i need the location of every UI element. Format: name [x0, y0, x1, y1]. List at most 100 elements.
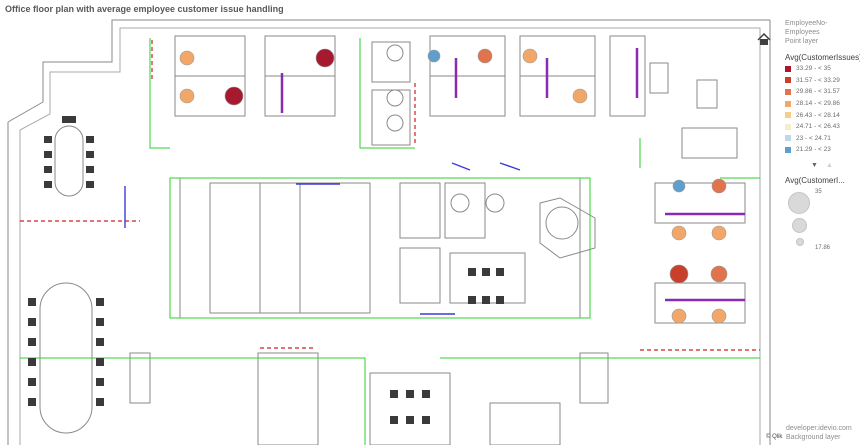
scroll-up-icon[interactable]: ▲ [825, 161, 833, 169]
storage-1 [399, 182, 441, 239]
employee-point[interactable] [671, 308, 687, 324]
meeting-table-west [54, 125, 84, 197]
window-3 [499, 162, 521, 171]
floor-plan-svg [7, 19, 771, 445]
size-min-label: 17.86 [815, 244, 831, 251]
legend-item-label: 24.71 - < 26.43 [796, 123, 840, 131]
legend-swatch [785, 123, 791, 130]
desk-pod-4 [264, 75, 336, 117]
size-bubble-large [788, 191, 810, 214]
reception-desk [539, 197, 596, 259]
lower-storage [579, 352, 609, 404]
employee-point[interactable] [179, 88, 195, 104]
legend-swatch [785, 100, 791, 107]
kitchen-area [299, 182, 371, 314]
partition-green-1 [149, 38, 170, 149]
legend-item-label: 21.29 - < 23 [796, 146, 831, 154]
elevator-core [259, 182, 301, 314]
desk-pod-8 [519, 75, 596, 117]
partition-green-lower [20, 357, 366, 445]
legend-item-label: 33.29 - < 35 [796, 65, 831, 73]
employee-point[interactable] [179, 50, 195, 66]
employee-point[interactable] [669, 264, 689, 284]
cabinet-north [696, 79, 718, 109]
legend-item-label: 29.86 - < 31.57 [796, 88, 840, 96]
armchair-room-2 [371, 89, 411, 146]
employee-point[interactable] [522, 48, 538, 64]
legend-layer-name: EmployeeNo-Employees [785, 20, 828, 36]
meeting-room [449, 252, 526, 304]
inner-wall [19, 27, 761, 445]
legend-item[interactable]: 26.43 - < 28.14 [785, 109, 860, 121]
scroll-down-icon[interactable]: ▼ [811, 161, 818, 169]
desk-pod-6 [429, 75, 506, 117]
employee-point[interactable] [477, 48, 493, 64]
outer-wall-north [7, 19, 770, 123]
employee-point[interactable] [672, 179, 686, 193]
page-title: Office floor plan with average employee … [5, 4, 284, 14]
employee-point[interactable] [711, 225, 727, 241]
legend-item-label: 31.57 - < 33.29 [796, 76, 840, 84]
attribution: developer.idevio.com Background layer [786, 424, 852, 442]
legend-swatch [785, 88, 791, 95]
partition-green-2 [359, 38, 415, 149]
attribution-source[interactable]: developer.idevio.com [786, 425, 852, 432]
legend-item-label: 28.14 - < 29.86 [796, 100, 840, 108]
legend-item[interactable]: 28.14 - < 29.86 [785, 98, 860, 110]
central-block [179, 177, 581, 319]
desk-pod-5 [429, 35, 506, 77]
employee-point[interactable] [572, 88, 588, 104]
lower-meeting-room [369, 372, 451, 445]
legend-swatch [785, 135, 791, 142]
window-2 [451, 162, 471, 171]
legend-swatch [785, 146, 791, 153]
lower-office [489, 402, 561, 445]
map-legend: EmployeeNo-Employees Point layer Avg(Cus… [785, 19, 860, 445]
desk-pod-east-2 [654, 282, 746, 324]
sofa-west [129, 352, 151, 404]
desk-pod-east-1 [654, 182, 746, 224]
employee-point[interactable] [671, 225, 687, 241]
legend-item-label: 23 - < 24.71 [796, 134, 831, 142]
employee-point[interactable] [427, 49, 441, 63]
armchair-room-1 [371, 41, 411, 83]
legend-item[interactable]: 21.29 - < 23 [785, 144, 860, 156]
legend-item-label: 26.43 - < 28.14 [796, 111, 840, 119]
floor-plan-map[interactable] [0, 18, 780, 445]
legend-swatch [785, 65, 791, 72]
employee-point[interactable] [224, 86, 244, 106]
legend-item[interactable]: 23 - < 24.71 [785, 133, 860, 145]
partition-green-east [639, 138, 760, 179]
legend-item[interactable]: 33.29 - < 35 [785, 63, 860, 75]
desk-pod-9 [609, 35, 646, 117]
legend-item[interactable]: 29.86 - < 31.57 [785, 86, 860, 98]
employee-point[interactable] [711, 178, 727, 194]
home-icon[interactable] [757, 33, 771, 46]
storage-3 [399, 247, 441, 304]
employee-point[interactable] [315, 48, 335, 68]
attribution-layer: Background layer [786, 434, 841, 441]
lounge-north [681, 127, 738, 159]
size-bubble-small [796, 237, 804, 246]
legend-swatch [785, 77, 791, 84]
storage-2 [444, 182, 486, 239]
employee-point[interactable] [711, 308, 727, 324]
desk-pod-2 [174, 75, 246, 117]
legend-size-title: Avg(CustomerI... [785, 175, 845, 185]
employee-points [179, 48, 728, 324]
partition-green-central [169, 177, 591, 319]
legend-swatch [785, 112, 791, 119]
sofa-north [649, 62, 669, 94]
legend-color-items: 33.29 - < 35 31.57 - < 33.29 29.86 - < 3… [785, 63, 860, 156]
qlik-logo: © Qlik [766, 434, 783, 440]
legend-color-title: Avg(CustomerIssues) [785, 53, 860, 62]
stairwell [257, 352, 319, 445]
size-bubble-medium [792, 217, 807, 233]
legend-scroll: ▼ ▲ [811, 162, 860, 169]
employee-point[interactable] [710, 265, 728, 283]
legend-layer-type: Point layer [785, 38, 819, 45]
size-max-label: 35 [815, 188, 822, 195]
restroom-block [209, 182, 261, 314]
legend-item[interactable]: 24.71 - < 26.43 [785, 121, 860, 133]
legend-item[interactable]: 31.57 - < 33.29 [785, 75, 860, 87]
